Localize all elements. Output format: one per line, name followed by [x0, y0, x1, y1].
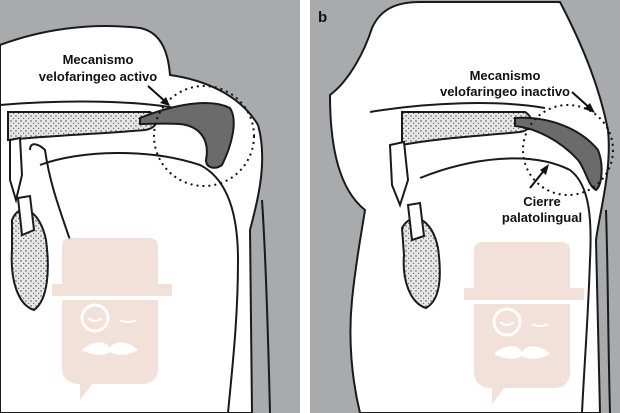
- panel-a-tongue: [39, 152, 240, 413]
- panel-b-tongue: [419, 157, 592, 413]
- panel-b-closure-line1: Cierre: [523, 194, 561, 209]
- panel-a-pharyngeal-wall: [261, 199, 271, 413]
- panel-b-arrowhead-closure: [540, 164, 549, 175]
- panel-a-nasal-floor: [0, 100, 176, 109]
- panel-a-arrowhead: [160, 97, 170, 106]
- panel-a-lower-teeth: [16, 194, 36, 237]
- gentleman-monocle-logo-icon: [52, 238, 172, 400]
- gentleman-monocle-logo-icon: [464, 242, 584, 404]
- panel-separator: [300, 0, 310, 413]
- panel-b-pharyngeal-wall: [605, 209, 611, 413]
- panel-b: b Mecanismo velofaringeo inactivo Cierre…: [310, 0, 620, 413]
- panel-b-nasal-floor: [369, 102, 546, 113]
- panel-b-label-line1: Mecanismo: [470, 68, 541, 83]
- panel-a-label-line2: velofaringeo activo: [39, 69, 158, 84]
- panel-a-oral-cavity: [29, 143, 71, 241]
- panel-b-label-line2: velofaringeo inactivo: [440, 84, 570, 99]
- panel-a-velum-active: [139, 102, 235, 169]
- panel-b-lower-teeth: [406, 201, 426, 242]
- panel-b-letter: b: [318, 9, 327, 26]
- panel-a-label-line1: Mecanismo: [63, 52, 134, 67]
- panel-b-upper-teeth: [388, 140, 410, 208]
- panel-a-upper-teeth: [9, 136, 24, 204]
- panel-a-highlight-circle: [153, 85, 255, 187]
- panel-b-closure-line2: palatolingual: [502, 210, 582, 225]
- panel-b-velum-inactive: [514, 116, 603, 192]
- panel-b-arrowhead-velum: [584, 103, 595, 113]
- panel-b-highlight-circle: [522, 104, 614, 196]
